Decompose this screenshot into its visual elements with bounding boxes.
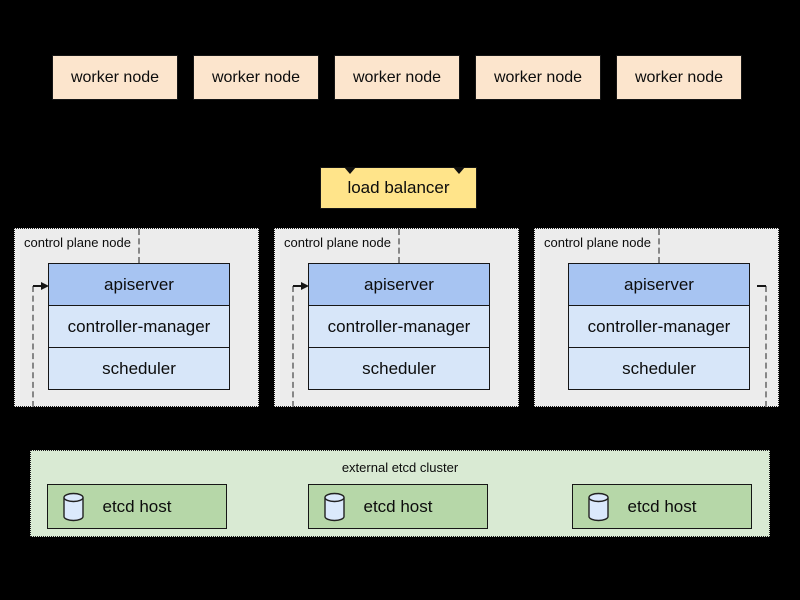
arrowhead-right-icon	[301, 281, 309, 290]
controller-manager-label: controller-manager	[587, 316, 731, 336]
load-balancer-box: load balancer	[320, 167, 477, 209]
worker-node-box: worker node	[616, 55, 742, 100]
arrowhead-right-icon	[41, 281, 49, 290]
control-plane-stack: apiserver controller-manager scheduler	[568, 263, 750, 390]
lb-to-apiserver-connector	[658, 229, 660, 263]
apiserver-label: apiserver	[104, 274, 174, 294]
control-plane-node-label: control plane node	[284, 235, 391, 250]
etcd-to-apiserver-connector	[757, 285, 766, 287]
database-cylinder-icon	[323, 492, 346, 521]
control-plane-stack: apiserver controller-manager scheduler	[308, 263, 490, 390]
apiserver-box: apiserver	[309, 264, 489, 305]
worker-node-label: worker node	[70, 68, 160, 86]
load-balancer-label: load balancer	[347, 178, 450, 197]
etcd-host-label: etcd host	[627, 496, 697, 516]
control-plane-stack: apiserver controller-manager scheduler	[48, 263, 230, 390]
controller-manager-label: controller-manager	[327, 316, 471, 336]
controller-manager-label: controller-manager	[67, 316, 211, 336]
worker-node-box: worker node	[52, 55, 178, 100]
etcd-to-apiserver-connector	[292, 286, 294, 407]
etcd-host-label: etcd host	[102, 496, 172, 516]
scheduler-label: scheduler	[622, 358, 696, 378]
scheduler-box: scheduler	[309, 347, 489, 389]
scheduler-label: scheduler	[102, 358, 176, 378]
worker-node-label: worker node	[211, 68, 301, 86]
control-plane-node: control plane node apiserver controller-…	[534, 228, 779, 407]
lb-to-apiserver-connector	[138, 229, 140, 263]
control-plane-node-label: control plane node	[24, 235, 131, 250]
etcd-host-label: etcd host	[363, 496, 433, 516]
scheduler-box: scheduler	[49, 347, 229, 389]
controller-manager-box: controller-manager	[49, 305, 229, 347]
etcd-to-apiserver-connector	[765, 286, 767, 407]
apiserver-box: apiserver	[569, 264, 749, 305]
etcd-host-box: etcd host	[308, 484, 488, 529]
etcd-to-apiserver-connector	[32, 286, 34, 407]
apiserver-label: apiserver	[364, 274, 434, 294]
etcd-to-apiserver-connector	[293, 285, 302, 287]
database-cylinder-icon	[587, 492, 610, 521]
control-plane-node: control plane node apiserver controller-…	[14, 228, 259, 407]
etcd-host-box: etcd host	[47, 484, 227, 529]
worker-node-label: worker node	[493, 68, 583, 86]
incoming-arrowhead-icon	[453, 167, 465, 174]
etcd-cluster-box: external etcd cluster etcd host etcd hos…	[30, 450, 770, 537]
control-plane-node-label: control plane node	[544, 235, 651, 250]
worker-node-label: worker node	[352, 68, 442, 86]
worker-node-box: worker node	[334, 55, 460, 100]
scheduler-label: scheduler	[362, 358, 436, 378]
controller-manager-box: controller-manager	[309, 305, 489, 347]
etcd-host-box: etcd host	[572, 484, 752, 529]
etcd-cluster-label: external etcd cluster	[341, 460, 459, 475]
scheduler-box: scheduler	[569, 347, 749, 389]
worker-node-box: worker node	[475, 55, 601, 100]
apiserver-label: apiserver	[624, 274, 694, 294]
worker-node-label: worker node	[634, 68, 724, 86]
control-plane-node: control plane node apiserver controller-…	[274, 228, 519, 407]
worker-node-box: worker node	[193, 55, 319, 100]
controller-manager-box: controller-manager	[569, 305, 749, 347]
lb-to-apiserver-connector	[398, 229, 400, 263]
database-cylinder-icon	[62, 492, 85, 521]
incoming-arrowhead-icon	[344, 167, 356, 174]
apiserver-box: apiserver	[49, 264, 229, 305]
etcd-to-apiserver-connector	[33, 285, 42, 287]
